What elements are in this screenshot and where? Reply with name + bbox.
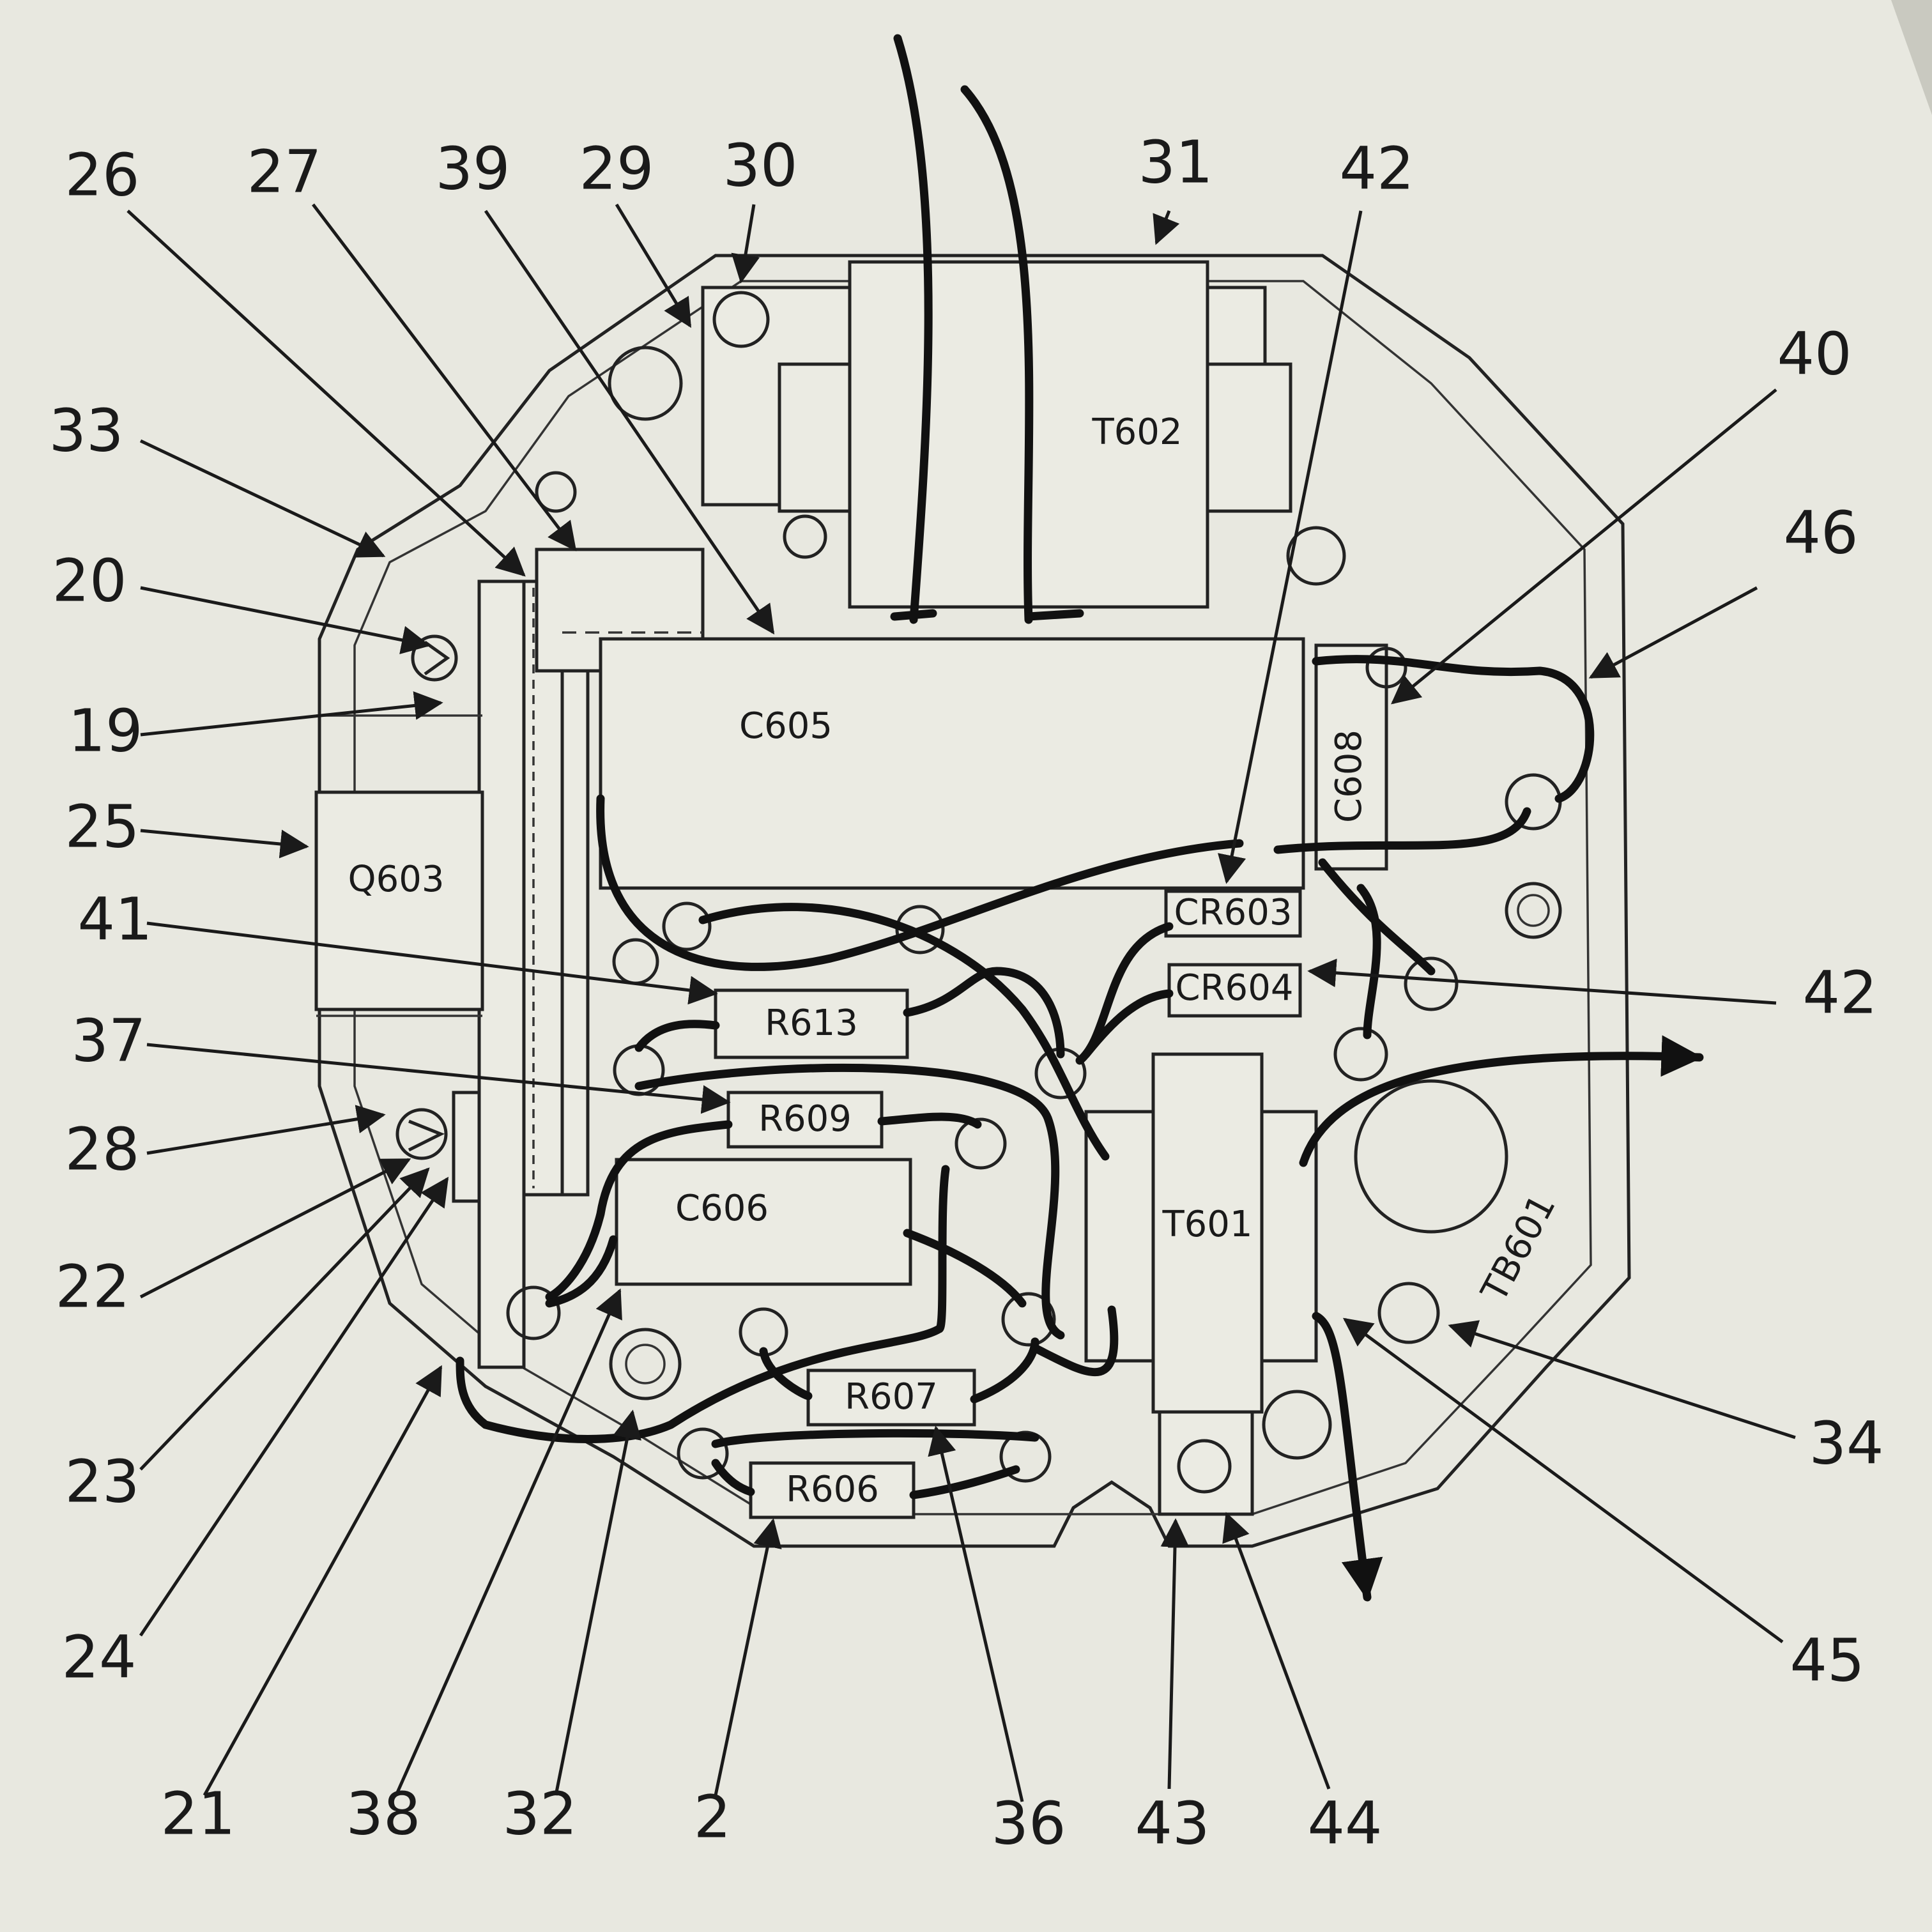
callout-29: 29 (579, 134, 654, 203)
t601-label: T601 (1162, 1204, 1252, 1245)
callout-25: 25 (65, 792, 139, 861)
diode-cr603: CR603 (1164, 889, 1302, 938)
r609-label: R609 (758, 1098, 852, 1140)
resistor-r607: R607 (806, 1368, 976, 1427)
callout-numbers: 26 27 39 29 30 31 42 40 46 33 20 19 25 4… (49, 128, 1883, 1857)
mounting-hole-small-left (535, 471, 577, 513)
callout-42-top: 42 (1339, 134, 1414, 203)
r607-label: R607 (845, 1376, 938, 1418)
callout-20: 20 (52, 546, 126, 615)
callout-26: 26 (65, 141, 139, 209)
r606-label: R606 (786, 1469, 879, 1510)
resistor-r606: R606 (749, 1461, 916, 1519)
callout-39: 39 (435, 134, 510, 203)
screw-20 (411, 634, 458, 682)
callout-30: 30 (723, 131, 797, 199)
callout-43: 43 (1135, 1789, 1209, 1857)
callout-19: 19 (68, 696, 142, 765)
leader-lines (126, 203, 1796, 1802)
callout-33: 33 (49, 396, 123, 464)
callout-22: 22 (55, 1252, 130, 1321)
capacitor-c606: C606 (615, 1158, 912, 1286)
callout-40: 40 (1777, 319, 1851, 388)
transistor-q603: Q603 (314, 714, 484, 1017)
callout-46: 46 (1783, 498, 1858, 567)
callout-34: 34 (1809, 1409, 1883, 1477)
callout-24: 24 (61, 1623, 136, 1691)
callout-44: 44 (1307, 1789, 1382, 1857)
callout-45: 45 (1790, 1626, 1864, 1694)
screw-right (1505, 882, 1562, 939)
callout-38: 38 (346, 1779, 420, 1848)
callout-42-right: 42 (1802, 958, 1877, 1027)
cr604-label: CR604 (1176, 967, 1294, 1009)
resistor-r613: R613 (714, 988, 909, 1059)
callout-28: 28 (65, 1115, 139, 1183)
mounting-hole-30 (712, 291, 770, 348)
callout-31: 31 (1138, 128, 1213, 196)
mounting-hole-t602-bottom (783, 514, 827, 559)
capacitor-c608: C608 (1314, 643, 1388, 871)
callout-23: 23 (65, 1447, 139, 1515)
callout-37: 37 (71, 1006, 146, 1075)
q603-label: Q603 (348, 859, 445, 900)
cr603-label: CR603 (1174, 892, 1292, 933)
callout-2: 2 (694, 1782, 732, 1851)
mounting-hole-t602-right (1286, 526, 1346, 586)
callout-21: 21 (160, 1779, 235, 1848)
paper-shadow-edge (1891, 0, 1932, 115)
callout-36: 36 (991, 1789, 1066, 1857)
board-outline (318, 254, 1631, 1548)
resistor-r609: R609 (726, 1091, 884, 1149)
screw-28 (395, 1091, 481, 1203)
r613-label: R613 (765, 1002, 858, 1044)
diode-cr604: CR604 (1167, 963, 1302, 1018)
mounting-bracket (477, 548, 705, 1369)
c606-label: C606 (675, 1188, 769, 1229)
c608-label: C608 (1328, 730, 1370, 823)
c605-label: C605 (739, 705, 832, 747)
t602-label: T602 (1091, 411, 1182, 453)
callout-32: 32 (502, 1779, 577, 1848)
mounting-hole-upper-left (608, 346, 683, 421)
callout-41: 41 (77, 885, 152, 953)
transformer-t601: T601 (1084, 1052, 1318, 1516)
wiring (456, 34, 1704, 1602)
callout-27: 27 (247, 137, 321, 206)
